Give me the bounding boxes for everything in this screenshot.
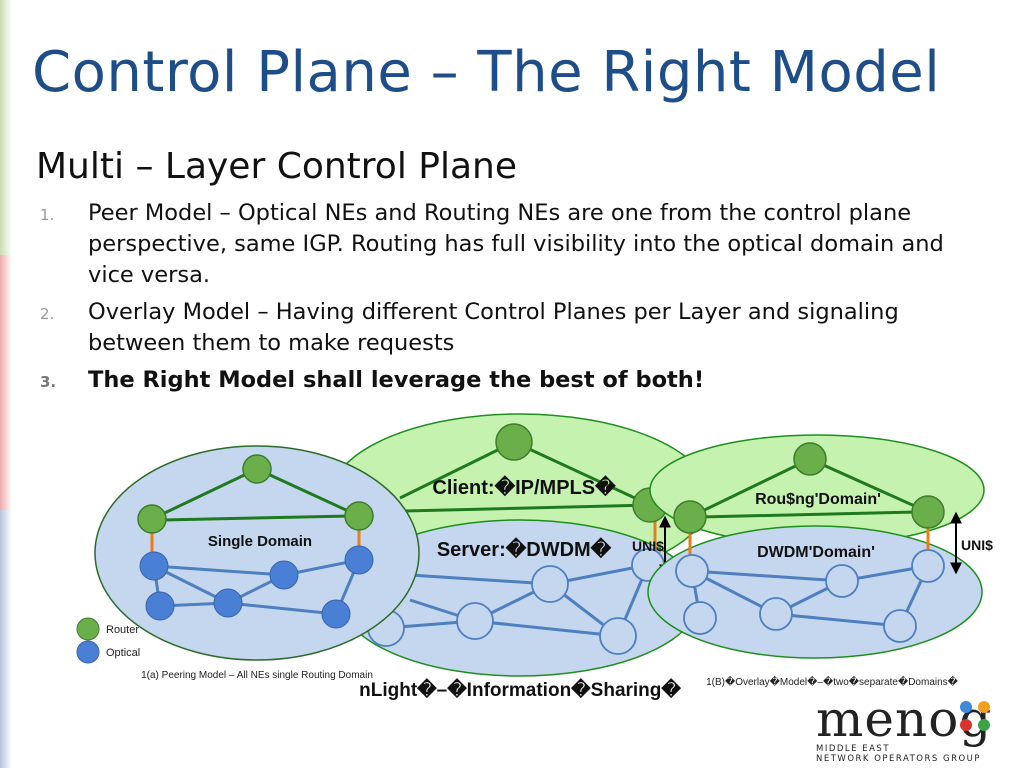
optical-node — [825, 564, 859, 598]
optical-node — [321, 599, 351, 629]
uni-label-middle: UNI$ — [632, 538, 664, 554]
caption-nlight: nLight�–�Information�Sharing� — [359, 678, 681, 701]
caption-peering-model: 1(a) Peering Model – All NEs single Rout… — [141, 670, 373, 681]
router-node — [344, 501, 374, 531]
legend-optical-icon — [76, 640, 100, 664]
optical-node — [883, 609, 917, 643]
legend-router-label: Router — [106, 624, 139, 636]
router-node — [495, 423, 533, 461]
single-domain-label: Single Domain — [208, 533, 312, 550]
dwdm-domain-label: DWDM'Domain' — [757, 544, 875, 561]
edge-strip-red — [0, 255, 12, 510]
edge-strip-blue — [0, 510, 12, 768]
edge-strip-green — [0, 0, 12, 255]
legend-optical-label: Optical — [106, 647, 140, 659]
logo-dot-red — [960, 719, 972, 731]
list-item-number: 1. — [40, 206, 55, 224]
optical-node — [145, 591, 175, 621]
optical-node — [759, 597, 793, 631]
list-item: 3. The Right Model shall leverage the be… — [36, 365, 976, 396]
router-node — [137, 504, 167, 534]
list-item-text: The Right Model shall leverage the best … — [88, 367, 705, 393]
optical-node — [599, 617, 637, 655]
list-item-text: Peer Model – Optical NEs and Routing NEs… — [88, 200, 944, 288]
optical-node — [456, 602, 494, 640]
list-item-number: 2. — [40, 305, 55, 323]
logo-dot-blue — [960, 701, 972, 713]
optical-node — [269, 560, 299, 590]
optical-node — [139, 551, 169, 581]
router-node — [673, 500, 707, 534]
uni-label-right: UNI$ — [961, 537, 993, 553]
right-orange-links — [688, 526, 930, 556]
server-layer-label: Server:�DWDM� — [437, 537, 612, 561]
client-layer-label: Client:�IP/MPLS� — [432, 475, 616, 499]
right-green-links — [689, 457, 929, 519]
bullet-list: 1. Peer Model – Optical NEs and Routing … — [36, 198, 976, 402]
legend-router-icon — [76, 617, 100, 641]
list-item-text: Overlay Model – Having different Control… — [88, 299, 899, 356]
menog-logo: menog MIDDLE EAST NETWORK OPERATORS GROU… — [812, 690, 1022, 766]
list-item: 1. Peer Model – Optical NEs and Routing … — [36, 198, 976, 291]
logo-tagline-1: MIDDLE EAST — [816, 744, 891, 754]
router-node — [242, 454, 272, 484]
logo-dot-orange — [978, 701, 990, 713]
router-node — [911, 495, 945, 529]
slide-subtitle: Multi – Layer Control Plane — [36, 146, 518, 187]
optical-node — [531, 565, 569, 603]
optical-node — [344, 545, 374, 575]
routing-domain-label: Rou$ng'Domain' — [755, 491, 881, 508]
middle-green-links — [399, 440, 651, 513]
caption-overlay-model: 1(B)�Overlay�Model�–�two�separate�Domain… — [706, 675, 959, 688]
optical-node — [683, 601, 717, 635]
left-green-links — [151, 467, 360, 522]
optical-node — [213, 588, 243, 618]
list-item-number: 3. — [40, 373, 57, 391]
optical-node — [911, 549, 945, 583]
optical-node — [675, 554, 709, 588]
router-node — [793, 442, 827, 476]
list-item: 2. Overlay Model – Having different Cont… — [36, 297, 976, 359]
page-title: Control Plane – The Right Model — [32, 40, 941, 105]
logo-tagline-2: NETWORK OPERATORS GROUP — [816, 754, 982, 764]
logo-dot-green — [978, 719, 990, 731]
